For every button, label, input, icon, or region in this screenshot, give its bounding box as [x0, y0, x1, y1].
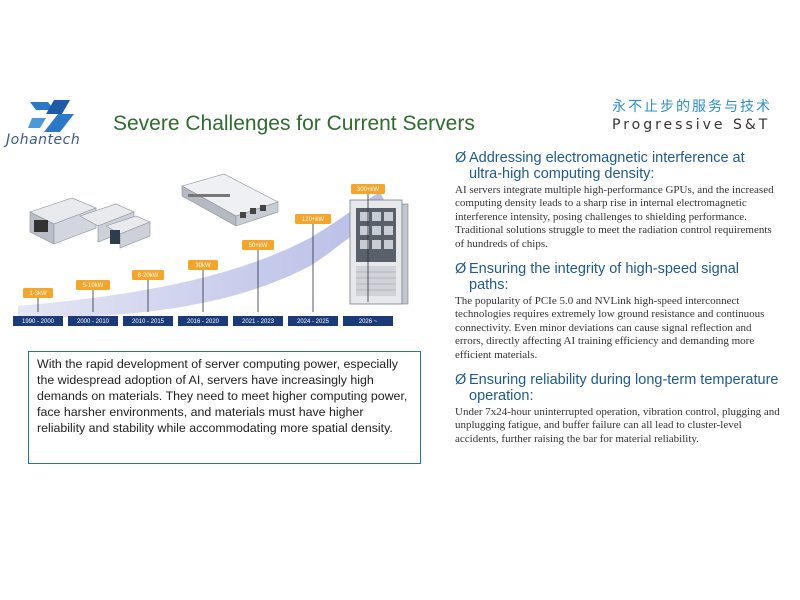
period-label: 2024 - 2025: [297, 319, 330, 325]
power-badge-label: 50+kW: [249, 243, 268, 249]
power-badge-label: 1-3kW: [29, 291, 47, 297]
power-badge: [351, 184, 385, 194]
slogan-english: Progressive S&T: [612, 117, 771, 133]
period-bar: [123, 316, 173, 326]
challenges-list: Ø Addressing electromagnetic interferenc…: [455, 150, 780, 456]
challenge-section-signal: Ø Ensuring the integrity of high-speed s…: [455, 261, 780, 362]
period-bar: [13, 316, 63, 326]
challenge-heading: Ø Ensuring reliability during long-term …: [455, 372, 780, 404]
period-bar: [288, 316, 338, 326]
description-text: With the rapid development of server com…: [37, 357, 408, 435]
power-badge: [188, 260, 218, 270]
power-badge-label: 5-10kW: [83, 283, 104, 289]
description-box: With the rapid development of server com…: [28, 351, 421, 464]
power-badge-label: 120+kW: [302, 217, 325, 223]
period-bar: [68, 316, 118, 326]
challenge-section-reliability: Ø Ensuring reliability during long-term …: [455, 372, 780, 446]
period-bar: [233, 316, 283, 326]
challenge-section-emi: Ø Addressing electromagnetic interferenc…: [455, 150, 780, 251]
power-badge: [76, 280, 110, 290]
challenge-body: The popularity of PCIe 5.0 and NVLink hi…: [455, 295, 765, 361]
period-label: 2021 - 2023: [242, 319, 275, 325]
period-label: 2010 - 2015: [132, 319, 165, 325]
challenge-title: Ensuring reliability during long-term te…: [469, 372, 779, 405]
power-badge: [242, 240, 274, 250]
page-title: Severe Challenges for Current Servers: [113, 112, 475, 135]
period-bar: [178, 316, 228, 326]
arrow-bullet-icon: Ø: [455, 372, 467, 389]
challenge-body: Under 7x24-hour uninterrupted operation,…: [455, 406, 780, 445]
logo-text: Johantech: [6, 132, 81, 148]
psu-units-image: [29, 197, 151, 249]
logo-mark-icon: [28, 100, 74, 132]
challenge-title: Ensuring the integrity of high-speed sig…: [469, 261, 740, 294]
period-label: 1990 - 2000: [22, 319, 55, 325]
slogan-chinese: 永不止步的服务与技术: [612, 99, 772, 115]
power-badge: [295, 214, 331, 224]
period-label: 2026 ~: [359, 319, 378, 325]
power-badge: [132, 270, 164, 280]
rack-cabinet-image: [349, 199, 409, 305]
company-logo: Johantech: [6, 96, 110, 152]
period-label: 2000 - 2010: [77, 319, 110, 325]
power-badge: [23, 288, 53, 298]
period-bar: [343, 316, 393, 326]
challenge-heading: Ø Addressing electromagnetic interferenc…: [455, 150, 780, 182]
period-label: 2016 - 2020: [187, 319, 220, 325]
power-badge-label: 300+kW: [357, 187, 380, 193]
challenge-body: AI servers integrate multiple high-perfo…: [455, 184, 774, 250]
rack-server-image: [181, 173, 279, 227]
server-power-timeline: 1-3kW 1990 - 2000 5-10kW 2000 - 2010 8-20kW 2…: [13, 173, 409, 326]
challenge-heading: Ø Ensuring the integrity of high-speed s…: [455, 261, 780, 293]
arrow-bullet-icon: Ø: [455, 150, 467, 166]
power-badge-label: 30kW: [195, 263, 211, 269]
arrow-bullet-icon: Ø: [455, 261, 467, 278]
challenge-title: Addressing electromagnetic interference …: [469, 150, 745, 182]
power-badge-label: 8-20kW: [138, 273, 159, 279]
